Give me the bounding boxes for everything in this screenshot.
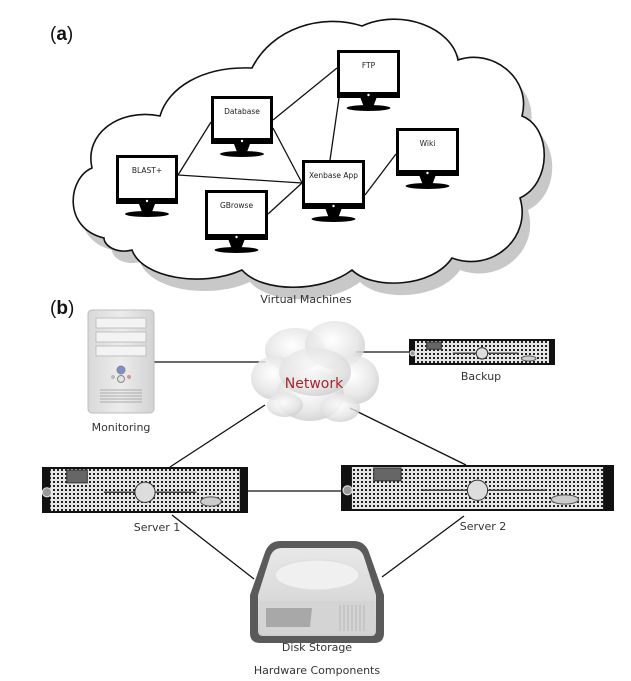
vm-monitor-ftp: FTP xyxy=(337,50,400,111)
hw-link-network-server2 xyxy=(349,407,467,466)
vm-label: Database xyxy=(224,107,260,116)
caption-virtual-machines: Virtual Machines xyxy=(260,293,352,306)
vm-monitor-database: Database xyxy=(211,96,273,157)
vm-connections xyxy=(177,67,397,215)
hw-link-server1-disk xyxy=(171,514,255,580)
paren-close: ) xyxy=(66,24,74,45)
hw-link-network-server1 xyxy=(169,404,266,468)
vm-label: GBrowse xyxy=(220,201,254,210)
vm-label: Wiki xyxy=(420,139,436,148)
tower-server-icon xyxy=(87,309,155,414)
label-server-1: Server 1 xyxy=(133,521,181,534)
vm-monitor-wiki: Wiki xyxy=(396,128,459,189)
vm-monitor-xenbase: Xenbase App xyxy=(302,160,365,222)
cloud-body xyxy=(72,18,546,289)
network-cloud: Network xyxy=(251,321,379,422)
vm-link-ftp-xenbase xyxy=(329,97,340,161)
panel-letter: b xyxy=(56,298,68,319)
paren-close: ) xyxy=(67,298,75,319)
paren-open: ( xyxy=(50,24,57,45)
vm-link-database-xenbase xyxy=(272,127,303,184)
label-server-2: Server 2 xyxy=(459,520,507,533)
vm-monitor-blast: BLAST+ xyxy=(116,155,178,217)
vm-label: Xenbase App xyxy=(309,171,358,180)
hw-link-server2-disk xyxy=(381,515,465,578)
vm-link-wiki-xenbase xyxy=(364,153,397,196)
vm-label: BLAST+ xyxy=(132,166,162,175)
vm-link-gbrowse-xenbase xyxy=(267,182,303,215)
vm-link-blast-xenbase xyxy=(177,174,303,184)
label-monitoring: Monitoring xyxy=(91,421,151,434)
panel-a-label: (a) xyxy=(50,24,73,46)
hw-connections xyxy=(154,351,467,580)
vm-monitor-gbrowse: GBrowse xyxy=(205,190,268,253)
label-backup: Backup xyxy=(460,370,502,383)
network-label: Network xyxy=(285,376,344,392)
hard-drive-icon xyxy=(250,541,384,643)
label-disk-storage: Disk Storage xyxy=(281,641,353,654)
rack-server-server1 xyxy=(41,467,248,513)
vm-link-blast-database xyxy=(177,121,212,176)
vm-link-database-ftp xyxy=(272,67,338,121)
rack-server-server2 xyxy=(341,465,614,511)
panel-b-label: (b) xyxy=(50,298,74,320)
vm-label: FTP xyxy=(362,61,376,70)
panel-letter: a xyxy=(56,24,67,45)
paren-open: ( xyxy=(50,298,57,319)
caption-hardware-components: Hardware Components xyxy=(253,664,381,677)
rack-servers xyxy=(41,339,614,513)
rack-server-backup xyxy=(409,339,555,365)
